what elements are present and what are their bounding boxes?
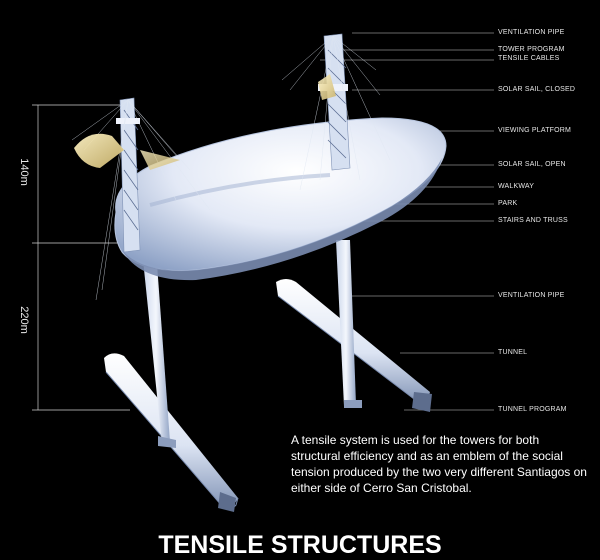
tensile-cables xyxy=(71,35,391,301)
callout-ventilation-pipe-bottom: VENTILATION PIPE xyxy=(498,292,565,299)
callout-solar-sail-closed: SOLAR SAIL, CLOSED xyxy=(498,86,576,93)
callout-stairs-and-truss: STAIRS AND TRUSS xyxy=(498,217,568,224)
callout-tunnel-program: TUNNEL PROGRAM xyxy=(498,406,567,413)
solar-sail-closed xyxy=(318,74,336,100)
callout-park: PARK xyxy=(498,200,518,207)
dimension-140m: 140m xyxy=(17,158,30,186)
dimension-220m: 220m xyxy=(17,306,30,334)
callout-tower-program: TOWER PROGRAM xyxy=(498,46,565,53)
callout-tensile-cables: TENSILE CABLES xyxy=(498,55,560,62)
page-title: TENSILE STRUCTURES xyxy=(158,531,442,559)
tower-left xyxy=(116,97,141,253)
callout-tunnel: TUNNEL xyxy=(498,349,528,356)
solar-sail-open xyxy=(74,133,180,170)
caption-text: A tensile system is used for the towers … xyxy=(291,433,587,495)
callout-viewing-platform: VIEWING PLATFORM xyxy=(498,127,572,134)
support-legs xyxy=(142,240,362,448)
callout-ventilation-pipe-top: VENTILATION PIPE xyxy=(498,29,565,36)
callout-walkway: WALKWAY xyxy=(498,183,535,190)
callout-solar-sail-open: SOLAR SAIL, OPEN xyxy=(498,161,566,168)
park-platform xyxy=(114,117,447,281)
tunnel-left xyxy=(104,353,239,512)
